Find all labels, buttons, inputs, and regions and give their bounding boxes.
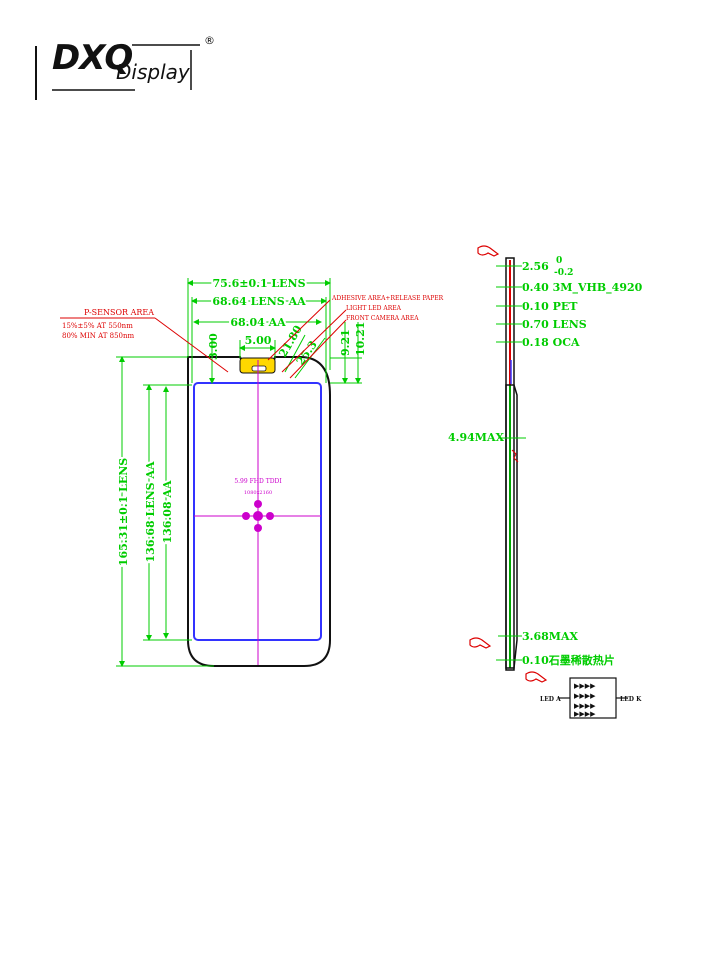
led-anode-label: LED A [540, 696, 561, 703]
dim-sensor-h2: 10.21 [354, 322, 367, 356]
dim-sensor-h1: 9.21 [339, 329, 352, 356]
logo-brand: DXQ [52, 38, 133, 78]
bottom-max: 3.68MAX [522, 630, 579, 643]
dim-lens-aa-height: 136.68 LENS AA [144, 461, 157, 562]
dim-lens-height: 165.31±0.1 LENS [117, 458, 130, 566]
svg-text:▶▶▶▶: ▶▶▶▶ [574, 692, 596, 700]
graphite-layer: 0.10石墨稀散热片 [522, 653, 615, 667]
layer-tape: 0.40 3M_VHB_4920 [522, 281, 643, 295]
panel-resolution: 1080x2160 [244, 490, 272, 496]
svg-text:▶▶▶▶: ▶▶▶▶ [574, 710, 596, 718]
callout-psensor-line2: 80% MIN AT 850nm [62, 332, 135, 340]
dim-notch-width: 5.00 [245, 334, 272, 347]
dim-lens-aa-width: 68.64 LENS AA [212, 295, 306, 308]
center-marker [242, 500, 274, 532]
dim-adhesive-offset: 25.3 [294, 338, 320, 367]
dim-lens-width: 75.6±0.1 LENS [212, 277, 305, 290]
side-view: 2.56 0 -0.2 0.40 3M_VHB_4920 0.10 PET 0.… [448, 245, 643, 719]
lens-outline [187, 356, 331, 667]
callout-psensor-line1: 15%±5% AT 550nm [62, 322, 133, 330]
callout-front-camera: FRONT CAMERA AREA [346, 315, 419, 322]
registered-mark: ® [204, 34, 215, 47]
layer-oca: 0.18 OCA [522, 336, 580, 349]
layer-tol-minus: -0.2 [554, 268, 573, 278]
svg-text:▶▶▶▶: ▶▶▶▶ [574, 682, 596, 690]
dim-aa-height: 136.08 AA [161, 480, 174, 543]
company-logo: DXQ Display ® [0, 0, 240, 110]
led-cathode-label: LED K [620, 696, 642, 703]
max-thickness: 4.94MAX [448, 431, 505, 444]
svg-text:▶▶▶▶: ▶▶▶▶ [574, 702, 596, 710]
layer-tol-plus: 0 [556, 256, 562, 266]
callout-light-led: LIGHT LED AREA [346, 305, 402, 312]
panel-spec: 5.99 FHD TDDI [234, 478, 282, 485]
callout-adhesive: ADHESIVE AREA+RELEASE PAPER [331, 295, 444, 302]
layer-pet: 0.10 PET [522, 300, 578, 313]
logo-subtitle: Display [116, 60, 190, 84]
callout-psensor-title: P-SENSOR AREA [84, 308, 154, 317]
dim-top-gap: 3.00 [207, 333, 220, 360]
layer-lens: 0.70 LENS [522, 318, 587, 331]
front-view: 5.99 FHD TDDI 1080x2160 75.6±0.1 LEN [60, 275, 444, 667]
layer-top: 2.56 [522, 260, 549, 273]
side-dimension-labels: 2.56 0 -0.2 0.40 3M_VHB_4920 0.10 PET 0.… [448, 256, 643, 667]
led-schematic: ▶▶▶▶ ▶▶▶▶ ▶▶▶▶ ▶▶▶▶ LED A LED K [540, 677, 642, 719]
dim-aa-width: 68.04 AA [230, 316, 286, 329]
pointer-hand-icon [469, 245, 548, 683]
